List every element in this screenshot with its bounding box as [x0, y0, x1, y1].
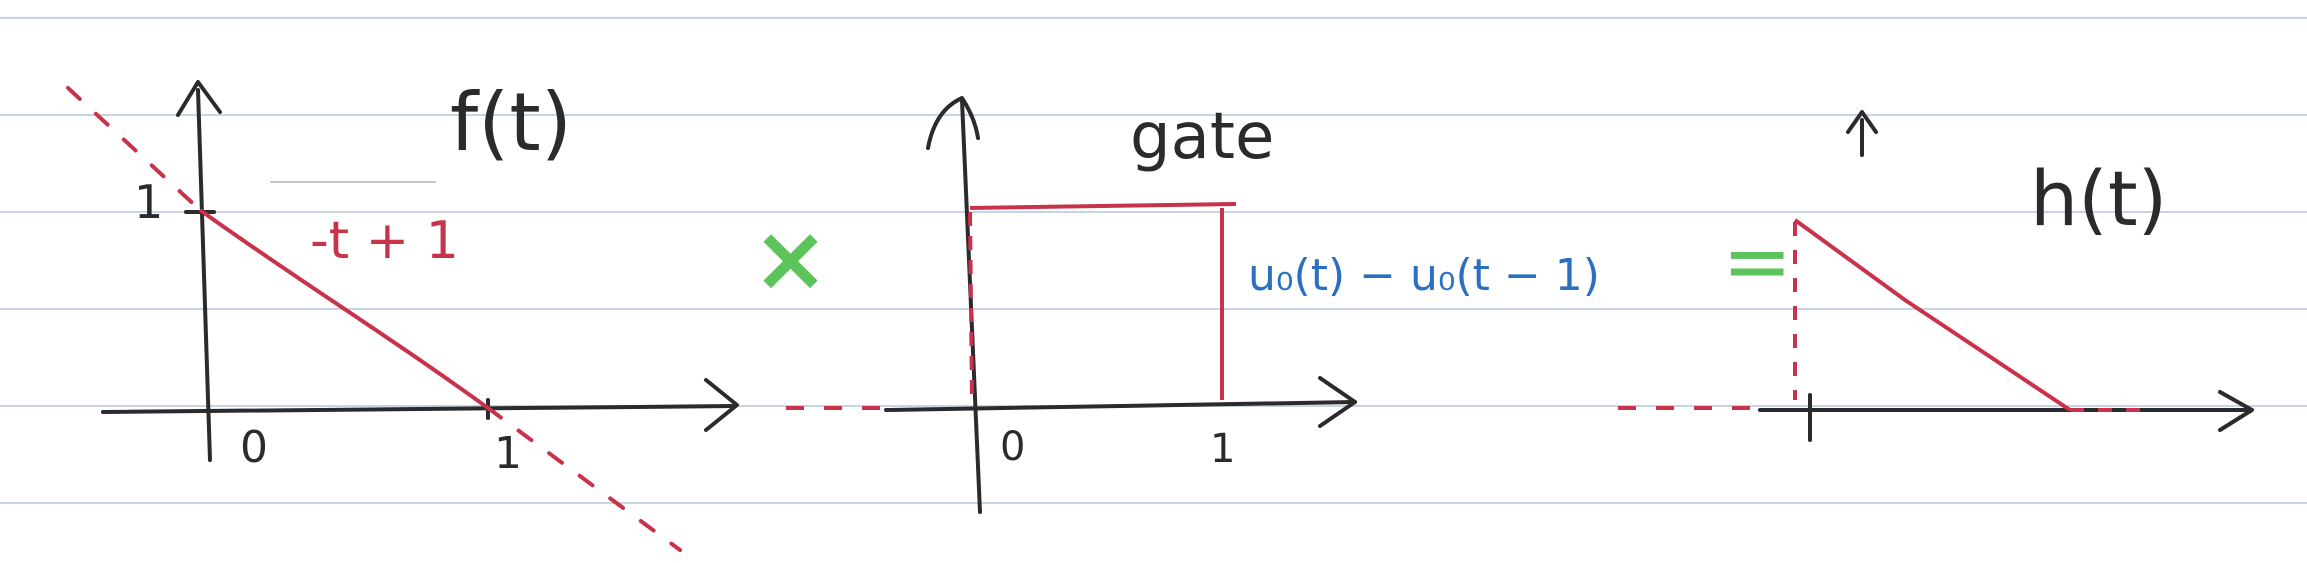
- panel-gate: gate u₀(t) − u₀(t − 1) 0 1: [786, 96, 1600, 514]
- f-line-segment: [198, 208, 490, 410]
- panel-f-of-t: f(t) -t + 1 1 0 1: [66, 76, 739, 552]
- equals-operator: =: [1722, 212, 1792, 310]
- h-x-axis-arrow: [2218, 390, 2254, 432]
- f-tick-label-y: 1: [134, 175, 163, 229]
- f-dashed-extension: [66, 86, 682, 552]
- f-tick-label-origin: 0: [240, 422, 268, 473]
- f-y-axis-arrow: [176, 80, 222, 117]
- gate-y-axis-arrow: [926, 96, 980, 150]
- f-tick-label-x: 1: [494, 428, 522, 479]
- f-x-axis-arrow: [704, 378, 739, 432]
- gate-y-axis: [960, 98, 982, 514]
- h-ramp: [1793, 218, 2072, 412]
- gate-title: gate: [1130, 100, 1274, 174]
- gate-x-axis-arrow: [1318, 376, 1357, 428]
- gate-tick-label-origin: 0: [1000, 424, 1025, 470]
- gate-axes: [884, 96, 1357, 514]
- h-y-arrow-head: [1846, 110, 1878, 134]
- panel-h-of-t: h(t): [1618, 110, 2254, 442]
- gate-pulse: [968, 202, 1237, 401]
- gate-x-axis: [884, 400, 1357, 412]
- multiply-operator: ×: [752, 205, 829, 312]
- gate-expression: u₀(t) − u₀(t − 1): [1248, 250, 1600, 301]
- f-axes: [101, 80, 739, 462]
- h-axes: [1758, 110, 2254, 442]
- h-title: h(t): [2030, 154, 2167, 243]
- f-title: f(t): [450, 76, 572, 169]
- f-y-axis: [196, 88, 212, 462]
- gate-tick-label-x: 1: [1210, 426, 1235, 472]
- f-expression: -t + 1: [310, 211, 459, 271]
